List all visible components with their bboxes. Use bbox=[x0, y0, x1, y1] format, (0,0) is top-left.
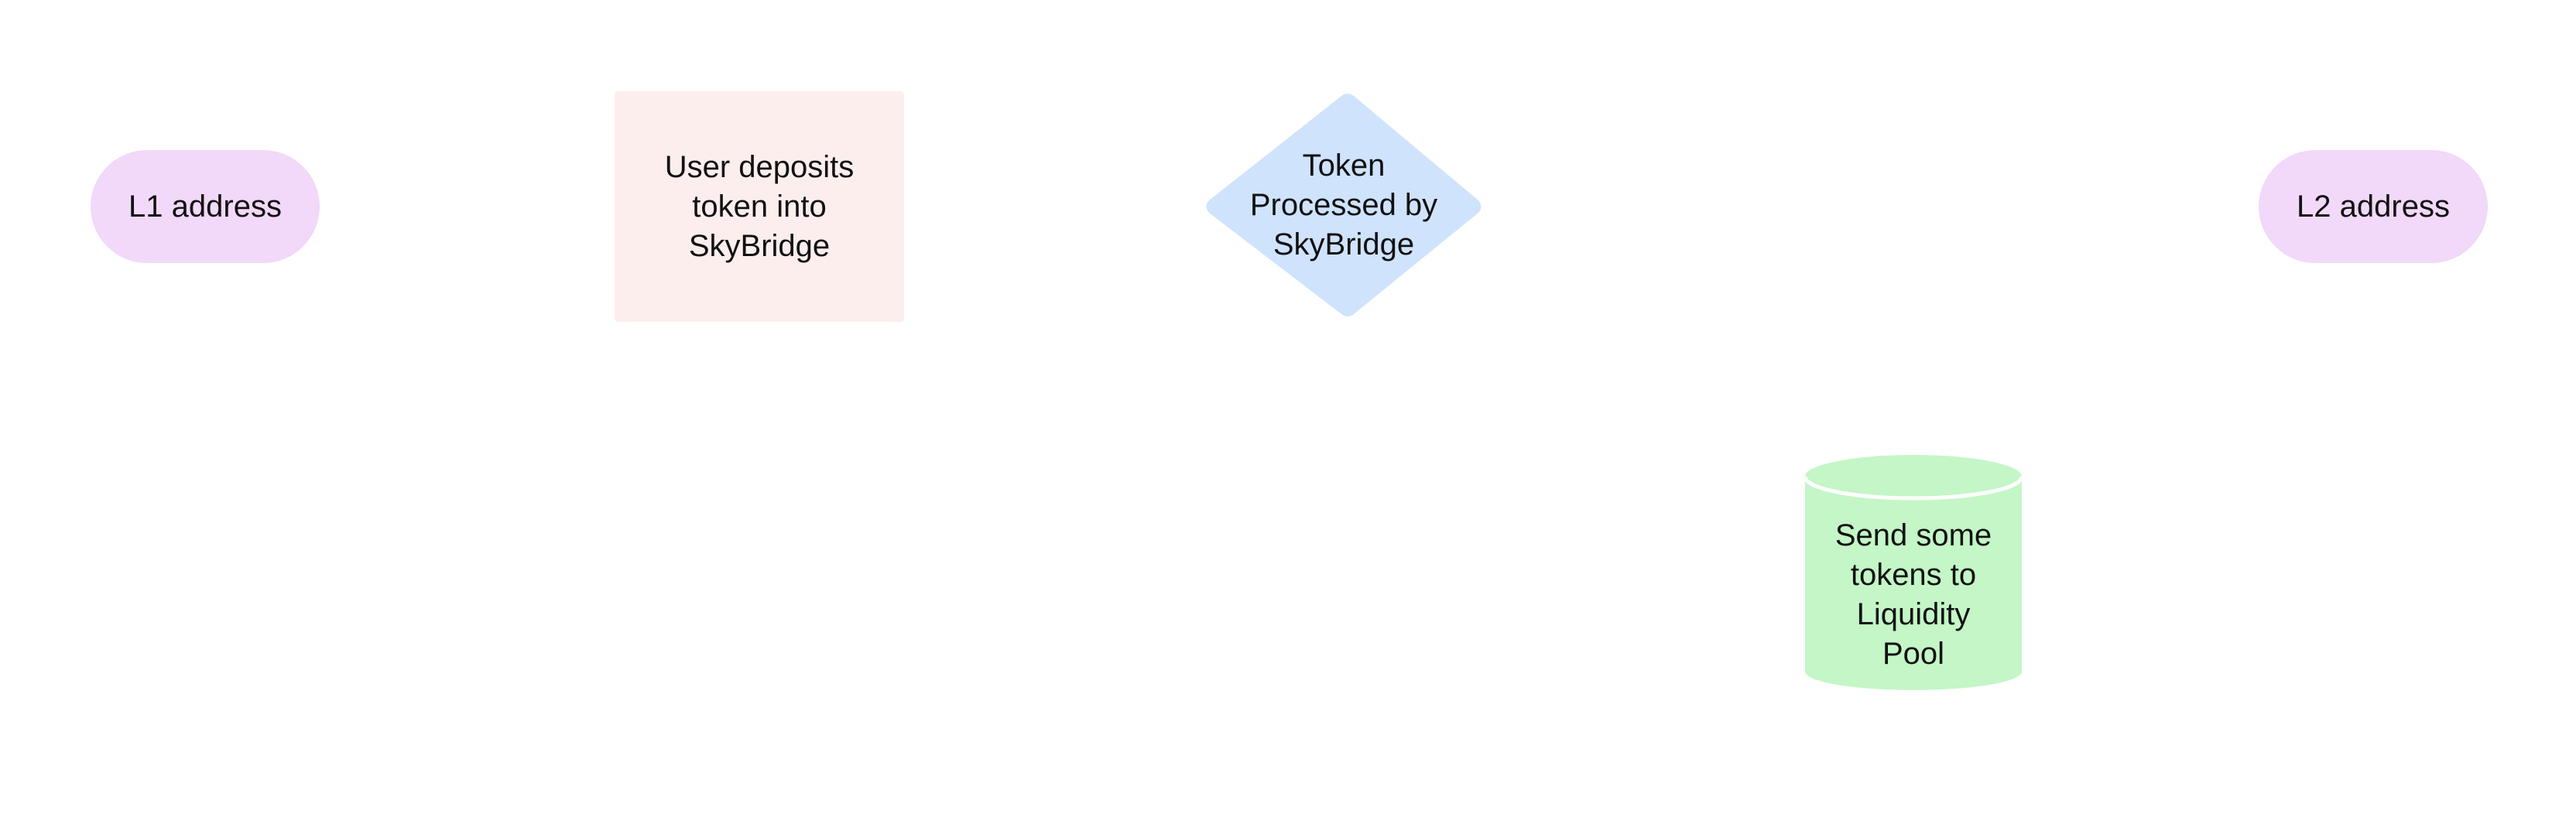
node-token-processed-shape[interactable] bbox=[1206, 94, 1482, 316]
node-l1-address-shape[interactable] bbox=[91, 150, 320, 263]
node-liquidity-pool-shape[interactable] bbox=[1803, 455, 2024, 690]
node-token-processed-label: Token Processed by SkyBridge bbox=[1249, 148, 1438, 262]
node-user-deposits-label: User deposits token into SkyBridge bbox=[664, 149, 855, 263]
node-user-deposits-shape[interactable] bbox=[615, 91, 904, 322]
node-l1-address-label: L1 address bbox=[128, 189, 282, 224]
node-l2-address-label: L2 address bbox=[2297, 189, 2450, 224]
node-liquidity-pool-label: Send some tokens to Liquidity Pool bbox=[1834, 518, 1992, 671]
node-l2-address-shape[interactable] bbox=[2259, 150, 2488, 263]
